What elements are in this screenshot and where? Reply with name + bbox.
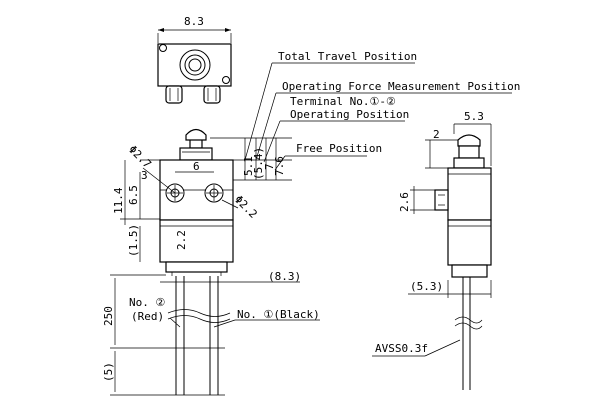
top-width-dim: 8.3: [184, 15, 204, 28]
free-position-label: Free Position: [296, 142, 382, 155]
side-view: 5.3 2 2.6 (5.3) AVSS0.3f: [372, 110, 492, 390]
dim-5-1: 5.1: [242, 156, 255, 176]
avss-label: AVSS0.3f: [375, 342, 428, 355]
dim-7: 7: [263, 163, 276, 170]
terminal-label-line2: Operating Position: [290, 108, 409, 121]
dim-dia-2-7: Φ2.7: [126, 143, 154, 171]
side-dim-5-3-paren: (5.3): [410, 280, 443, 293]
operating-force-label: Operating Force Measurement Position: [282, 80, 520, 93]
dim-5-4: (5.4): [252, 147, 265, 180]
side-dim-2: 2: [433, 128, 440, 141]
front-view: 11.4 6.5 (1.5) 2.2 250 (5) Φ2.7 3 6 Φ2.2…: [102, 128, 320, 396]
dim-8-3-paren: (8.3): [268, 270, 301, 283]
dim-250: 250: [102, 306, 115, 326]
dim-7-6: 7.6: [273, 156, 286, 176]
dim-11-4: 11.4: [112, 187, 125, 214]
dim-6: 6: [193, 160, 200, 173]
side-dim-5-3: 5.3: [464, 110, 484, 123]
dim-1-5: (1.5): [127, 224, 140, 257]
dim-3: 3: [141, 169, 148, 182]
no2-color-label: (Red): [131, 310, 164, 323]
dim-6-5: 6.5: [127, 185, 140, 205]
position-labels: Total Travel Position Operating Force Me…: [244, 50, 520, 171]
terminal-label-line1: Terminal No.①-②: [290, 95, 396, 108]
no1-label: No. ①(Black): [237, 308, 320, 321]
no2-label: No. ②: [129, 296, 165, 309]
dim-5: (5): [102, 362, 115, 382]
dim-2-2: 2.2: [175, 230, 188, 250]
top-view: 8.3: [157, 15, 232, 104]
side-dim-2-6: 2.6: [398, 192, 411, 212]
total-travel-label: Total Travel Position: [278, 50, 417, 63]
